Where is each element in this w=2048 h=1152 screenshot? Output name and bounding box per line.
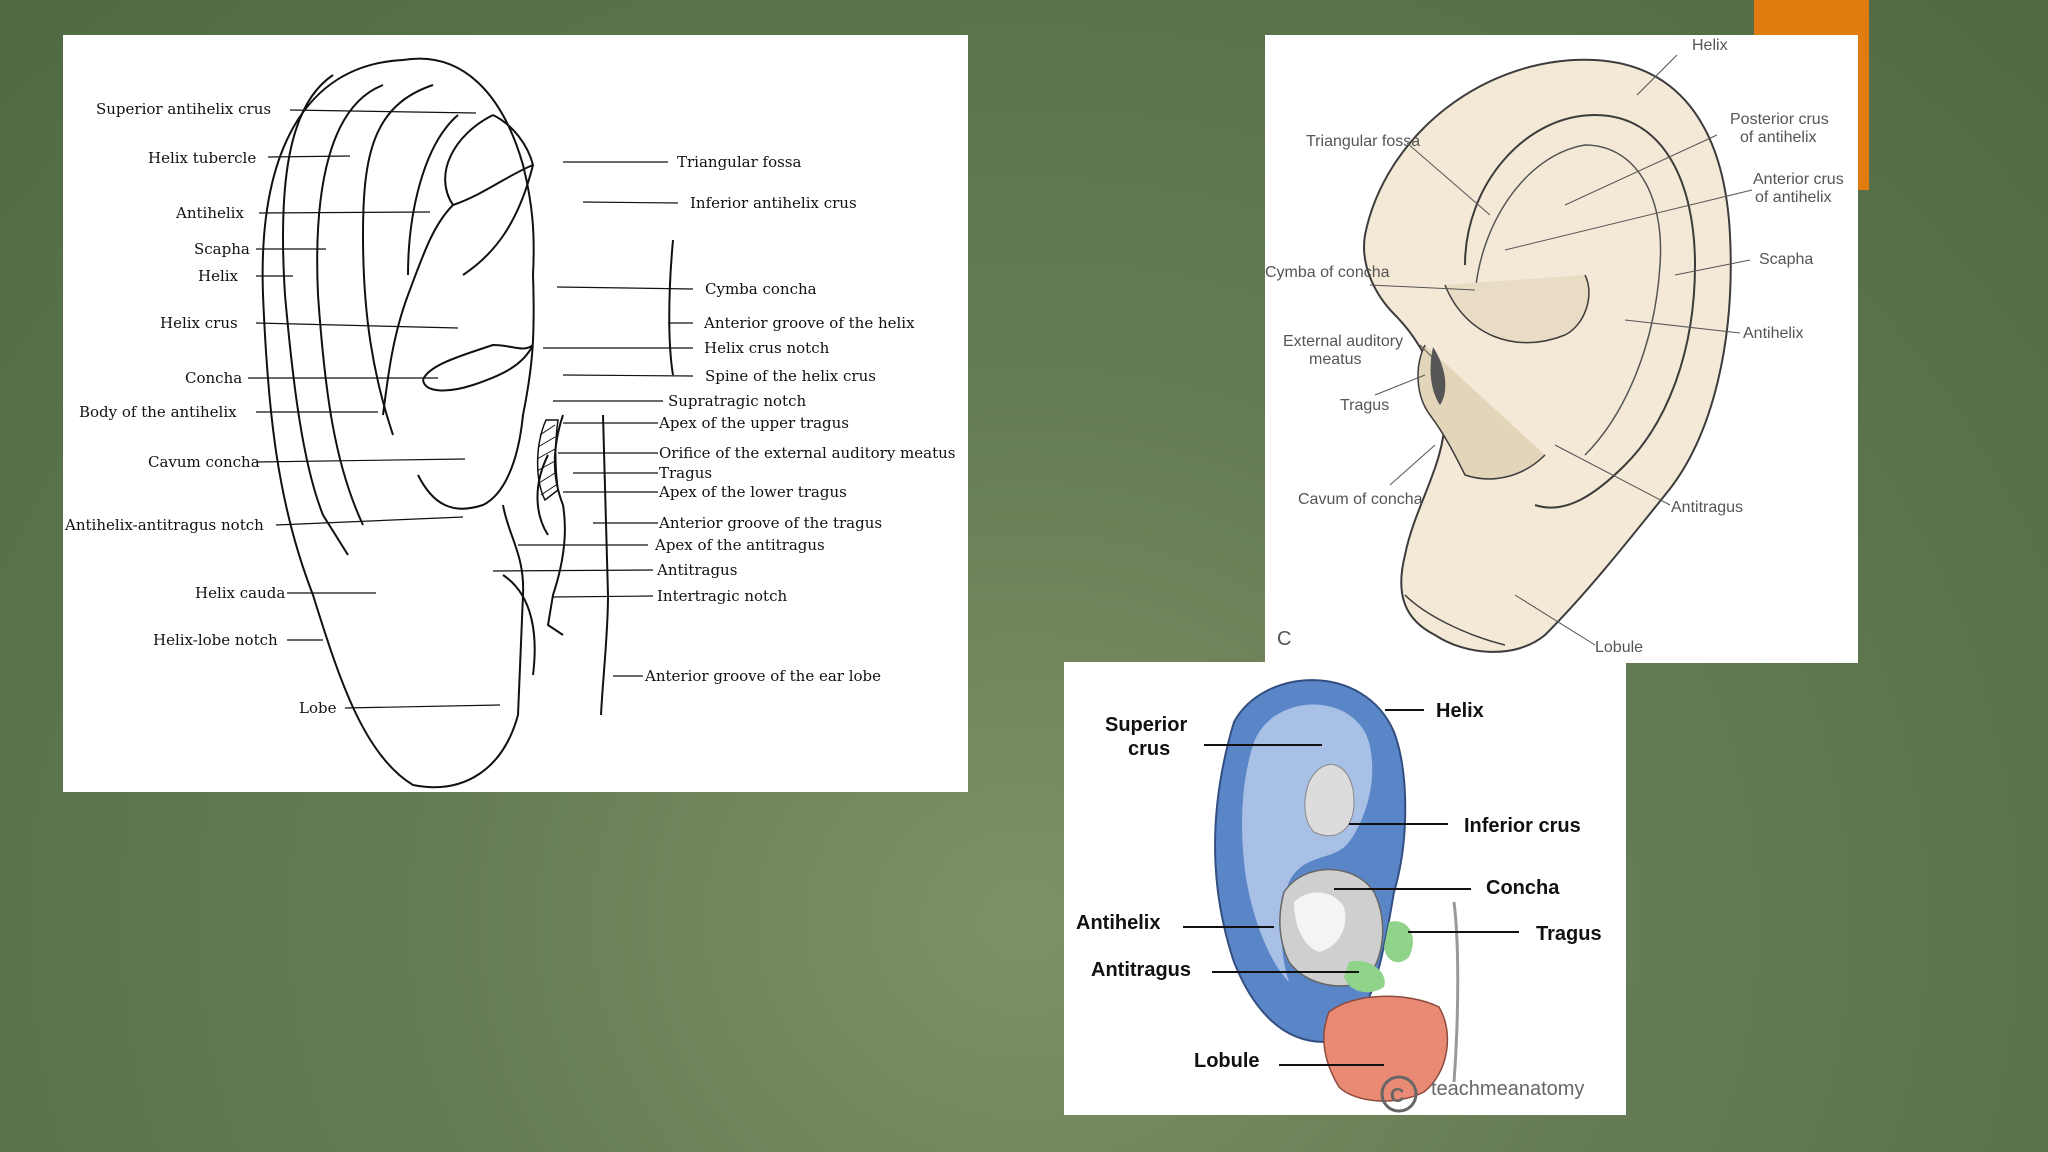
label-helix-tubercle: Helix tubercle [148, 149, 256, 167]
right-leader-lines [1369, 54, 1753, 646]
label-antihelix: Antihelix [175, 204, 244, 222]
label-inferior-antihelix-crus: Inferior antihelix crus [690, 194, 857, 212]
label-helix-cauda: Helix cauda [195, 584, 285, 602]
label-tragus: Tragus [659, 464, 712, 482]
label-apex-antitragus: Apex of the antitragus [654, 536, 825, 554]
watermark-text: teachmeanatomy [1431, 1078, 1584, 1100]
label-r-external-auditory-1: External auditory [1283, 333, 1403, 350]
label-r-cavum-of-concha: Cavum of concha [1298, 491, 1423, 508]
label-helix-crus: Helix crus [160, 314, 238, 332]
label-r-external-auditory-2: meatus [1309, 351, 1361, 368]
label-r-tragus: Tragus [1340, 397, 1389, 414]
label-lobe: Lobe [299, 699, 337, 717]
label-r-anterior-crus-1: Anterior crus [1753, 171, 1844, 188]
label-anterior-groove-helix: Anterior groove of the helix [703, 314, 915, 332]
label-apex-upper-tragus: Apex of the upper tragus [658, 414, 849, 432]
label-orifice-external-meatus: Orifice of the external auditory meatus [659, 444, 955, 462]
label-r-helix: Helix [1692, 37, 1728, 54]
label-helix-crus-notch: Helix crus notch [704, 339, 830, 357]
label-r-posterior-crus-2: of antihelix [1740, 129, 1817, 146]
label-r-triangular-fossa: Triangular fossa [1306, 133, 1420, 150]
label-b-superior-crus-1: Superior [1105, 714, 1187, 736]
copyright-icon: C [1380, 1075, 1418, 1113]
label-triangular-fossa: Triangular fossa [677, 153, 801, 171]
svg-text:C: C [1390, 1085, 1404, 1107]
ear-illustration-right: Helix Triangular fossa Posterior crus of… [1265, 35, 1858, 663]
hatch-lines [536, 424, 557, 496]
label-r-posterior-crus-1: Posterior crus [1730, 111, 1829, 128]
label-r-lobule: Lobule [1595, 639, 1643, 656]
ear-colored-diagram: Superior crus Helix Inferior crus Concha… [1064, 662, 1626, 1115]
label-r-scapha: Scapha [1759, 251, 1813, 268]
label-anterior-groove-tragus: Anterior groove of the tragus [658, 514, 882, 532]
label-b-tragus: Tragus [1536, 923, 1602, 945]
label-intertragic-notch: Intertragic notch [657, 587, 787, 605]
label-superior-antihelix-crus: Superior antihelix crus [96, 100, 271, 118]
label-cavum-concha: Cavum concha [148, 453, 260, 471]
label-spine-helix-crus: Spine of the helix crus [705, 367, 876, 385]
label-b-antitragus: Antitragus [1091, 959, 1191, 981]
label-helix: Helix [198, 267, 239, 285]
label-body-of-antihelix: Body of the antihelix [79, 403, 237, 421]
ear-illustration-shape [1363, 58, 1732, 653]
label-b-antihelix: Antihelix [1076, 912, 1160, 934]
label-r-antitragus: Antitragus [1671, 499, 1743, 516]
colored-ear-shape [1214, 679, 1460, 1102]
ear-outline [261, 57, 674, 789]
label-r-cymba-of-concha: Cymba of concha [1265, 264, 1390, 281]
ear-line-diagram: Superior antihelix crus Helix tubercle A… [63, 35, 968, 792]
bottom-leader-lines [1183, 709, 1519, 1066]
label-r-anterior-crus-2: of antihelix [1755, 189, 1832, 206]
label-antihelix-antitragus-notch: Antihelix-antitragus notch [64, 516, 264, 534]
label-b-lobule: Lobule [1194, 1050, 1260, 1072]
label-antitragus: Antitragus [656, 561, 737, 579]
label-apex-lower-tragus: Apex of the lower tragus [658, 483, 847, 501]
label-scapha: Scapha [194, 240, 250, 258]
label-cymba-concha: Cymba concha [705, 280, 817, 298]
label-helix-lobe-notch: Helix-lobe notch [153, 631, 278, 649]
label-b-superior-crus-2: crus [1128, 738, 1170, 760]
label-b-inferior-crus: Inferior crus [1464, 815, 1581, 837]
label-r-antihelix: Antihelix [1743, 325, 1803, 342]
label-b-concha: Concha [1486, 877, 1560, 899]
label-concha: Concha [185, 369, 242, 387]
label-anterior-groove-ear-lobe: Anterior groove of the ear lobe [644, 667, 881, 685]
label-supratragic-notch: Supratragic notch [668, 392, 806, 410]
label-b-helix: Helix [1436, 700, 1484, 722]
label-r-figure-letter: C [1277, 628, 1291, 650]
leader-lines [248, 109, 694, 709]
